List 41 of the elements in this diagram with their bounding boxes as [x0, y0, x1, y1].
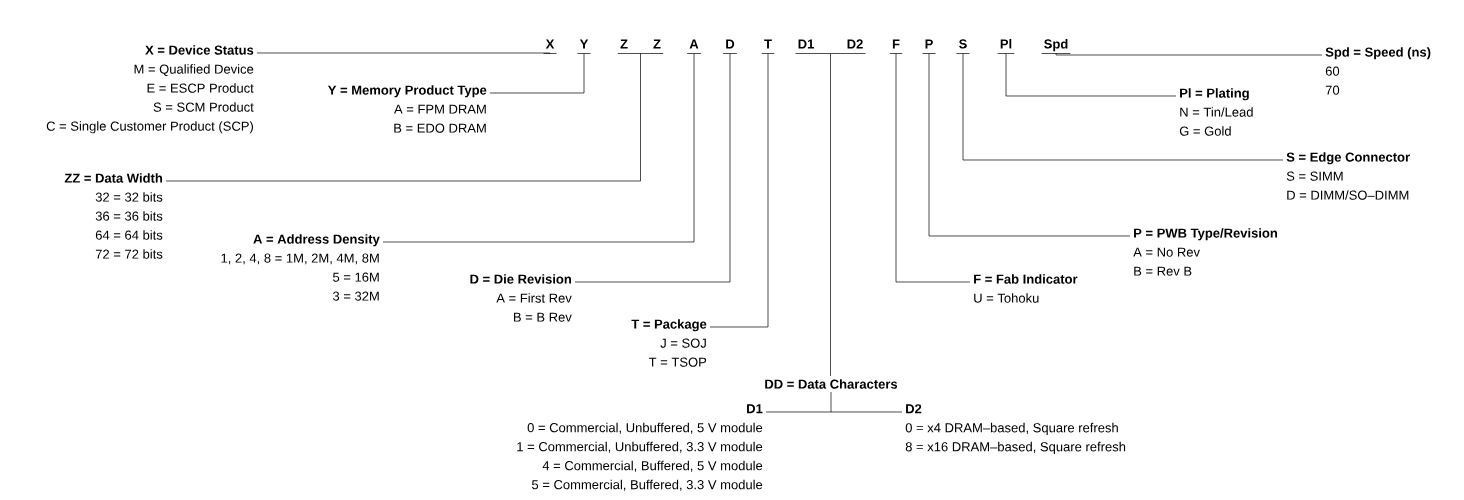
code-description: A = Address Density 1, 2, 4, 8 = 1M, 2M, 4M, 8M 5 = 16M 3 = 32M	[221, 234, 380, 301]
code-letter: S	[959, 39, 967, 49]
code-letter: X	[545, 39, 555, 49]
connector-line	[795, 53, 866, 377]
connector-line	[709, 53, 769, 328]
code-letter: Z	[653, 39, 661, 49]
code-letter: Spd	[1044, 39, 1068, 52]
code-letter: F	[892, 39, 900, 49]
code-description: Y = Memory Product Type A = FPM DRAM B = EDO DRAM	[328, 85, 487, 133]
code-description: F = Fab Indicator U = Tohoku	[974, 274, 1078, 303]
connector-line	[1005, 53, 1177, 97]
connector-line	[382, 53, 695, 243]
connector-line	[765, 391, 903, 413]
connector-line	[574, 53, 731, 283]
code-description: T = Package J = SOJ T = TSOP	[631, 319, 707, 367]
code-description: X = Device Status M = Qualified Device E = ESCP Product S = SCM Product C = Single Customer Product (SCP)	[46, 45, 254, 134]
code-letter: D1	[798, 39, 814, 49]
connector-line	[1055, 53, 1323, 56]
code-letter: D2	[847, 39, 863, 49]
code-description: D = Die Revision A = First Rev B = B Rev	[470, 274, 572, 322]
code-description: D1 0 = Commercial, Unbuffered, 5 V module 1 = Commercial, Unbuffered, 3.3 V module 4 = Commercial, Buffered, 5 V module 5 = Commercial, Buffered, 3.3 V module	[517, 404, 763, 491]
group-heading: DD = Data Characters	[765, 379, 898, 389]
code-description: ZZ = Data Width 32 = 32 bits 36 = 36 bits 64 = 64 bits 72 = 72 bits	[64, 173, 163, 259]
code-description: Spd = Speed (ns) 60 70	[1325, 47, 1431, 95]
code-letter: Z	[620, 39, 628, 49]
connector-line	[489, 53, 585, 94]
connector-line	[962, 53, 1284, 161]
code-description: Pl = Plating N = Tin/Lead G = Gold	[1179, 88, 1253, 136]
code-letter: Pl	[1000, 39, 1012, 49]
code-letter: D	[726, 39, 735, 49]
connector-line	[256, 52, 551, 54]
code-letter: Y	[579, 39, 589, 49]
connector-line	[165, 53, 664, 182]
code-description: D2 0 = x4 DRAM–based, Square refresh 8 = x16 DRAM–based, Square refresh	[905, 404, 1126, 454]
code-letter: T	[764, 39, 772, 49]
code-description: S = Edge Connector S = SIMM D = DIMM/SO–DIMM	[1286, 152, 1410, 200]
connector-line	[895, 53, 971, 283]
code-letter: A	[689, 39, 699, 49]
connector-line	[928, 53, 1131, 237]
code-description: P = PWB Type/Revision A = No Rev B = Rev B	[1133, 228, 1277, 276]
code-letter: P	[925, 39, 933, 49]
